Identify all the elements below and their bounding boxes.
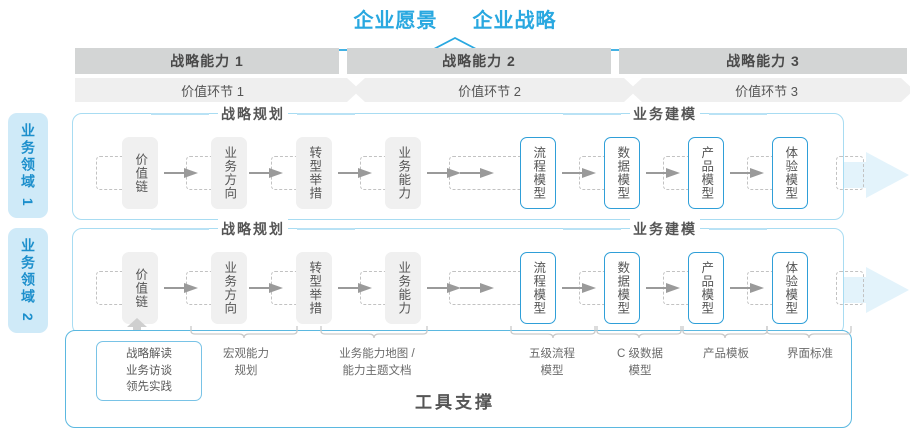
connector-arrow-icon [460,283,494,293]
node-box[interactable]: 业务能力 [385,252,421,324]
brace-connector-icon [682,326,768,339]
tool-label-line: 业务能力地图 / [339,348,415,360]
connector-arrow-icon [338,283,372,293]
domain-label-2: 业务领域 2 [8,228,48,333]
node-box[interactable]: 业务方向 [211,137,247,209]
connector-arrow-icon [427,168,461,178]
section-header-planning-row2: 战略规划 [118,219,388,239]
section-title-planning: 战略规划 [218,104,288,124]
tool-label-line: 宏观能力 [223,348,269,360]
value-link-2-label: 价值环节 2 [458,83,521,99]
tool-label-2: 宏观能力规划 [198,346,294,379]
brace-connector-icon [510,326,596,339]
connector-arrow-icon [427,283,461,293]
tool-label-line: C 级数据 [617,348,663,360]
section-title-planning: 战略规划 [218,219,288,239]
section-header-planning-row1: 战略规划 [118,104,388,124]
connector-arrow-icon [164,283,198,293]
tool-label-7: 界面标准 [766,346,854,363]
title-enterprise-vision: 企业愿景 [353,10,438,32]
node-box[interactable]: 产品模型 [688,252,724,324]
brace-connector-icon [596,326,682,339]
tool-label-3: 业务能力地图 / 能力主题文档 [318,346,436,379]
tool-label-1: 战略解读业务访谈领先实践 [96,341,202,402]
tool-label-line: 能力主题文档 [342,364,412,377]
node-box[interactable]: 体验模型 [772,252,808,324]
value-chain-up-arrow [127,318,147,334]
placeholder-segment [836,271,864,305]
node-box[interactable]: 业务能力 [385,137,421,209]
tool-label-line: 五级流程 [529,348,575,360]
rule-left [151,228,209,230]
node-box[interactable]: 数据模型 [604,137,640,209]
rule-right [297,228,355,230]
capability-bar-2: 战略能力 2 [347,48,611,74]
value-link-row: 价值环节 1 价值环节 2 价值环节 3 [75,78,910,102]
node-box[interactable]: 体验模型 [772,137,808,209]
tool-label-line: 界面标准 [787,348,833,360]
node-box[interactable]: 转型举措 [296,252,332,324]
rule-right [709,113,767,115]
tool-label-line: 业务访谈 [126,364,172,377]
value-link-1: 价值环节 1 [75,78,360,102]
capability-bar-3: 战略能力 3 [619,48,907,74]
value-link-3: 价值环节 3 [629,78,910,102]
tool-label-line: 战略解读 [126,348,172,360]
value-link-3-label: 价值环节 3 [735,83,798,99]
rule-left [563,228,621,230]
placeholder-segment [836,156,864,190]
node-box[interactable]: 业务方向 [211,252,247,324]
tool-label-4: 五级流程模型 [504,346,600,379]
value-link-1-label: 价值环节 1 [181,83,244,99]
connector-arrow-icon [562,168,596,178]
value-link-2: 价值环节 2 [352,78,637,102]
domain-label-1: 业务领域 1 [8,113,48,218]
node-box[interactable]: 产品模型 [688,137,724,209]
tool-label-line: 规划 [234,364,258,377]
rule-left [151,113,209,115]
tool-label-line: 模型 [540,364,564,377]
tool-label-line: 产品模板 [703,348,749,360]
title-enterprise-strategy: 企业战略 [472,10,557,32]
connector-arrow-icon [730,283,764,293]
rule-right [709,228,767,230]
connector-arrow-icon [338,168,372,178]
node-box[interactable]: 数据模型 [604,252,640,324]
section-title-modeling: 业务建模 [630,219,700,239]
connector-arrow-icon [249,168,283,178]
tool-label-5: C 级数据模型 [596,346,684,379]
connector-arrow-icon [249,283,283,293]
node-box[interactable]: 转型举措 [296,137,332,209]
node-box[interactable]: 流程模型 [520,137,556,209]
diagram-title-group: 企业愿景 企业战略 [0,4,910,33]
connector-arrow-icon [730,168,764,178]
connector-arrow-icon [460,168,494,178]
tool-support-footer-label: 工具支撑 [415,393,495,412]
tool-label-6: 产品模板 [682,346,770,363]
capability-bar-1: 战略能力 1 [75,48,339,74]
rule-right [297,113,355,115]
connector-arrow-icon [164,168,198,178]
node-box[interactable]: 价值链 [122,137,158,209]
connector-arrow-icon [562,283,596,293]
section-header-modeling-row2: 业务建模 [530,219,800,239]
brace-connector-icon [190,326,298,339]
connector-arrow-icon [646,283,680,293]
connector-arrow-icon [646,168,680,178]
section-title-modeling: 业务建模 [630,104,700,124]
node-box[interactable]: 流程模型 [520,252,556,324]
rule-left [563,113,621,115]
capability-bar-row: 战略能力 1 战略能力 2 战略能力 3 [75,48,907,74]
brace-connector-icon [766,326,852,339]
brace-connector-icon [320,326,428,339]
section-header-modeling-row1: 业务建模 [530,104,800,124]
tool-label-line: 模型 [628,364,652,377]
tool-label-line: 领先实践 [126,381,172,394]
node-box[interactable]: 价值链 [122,252,158,324]
